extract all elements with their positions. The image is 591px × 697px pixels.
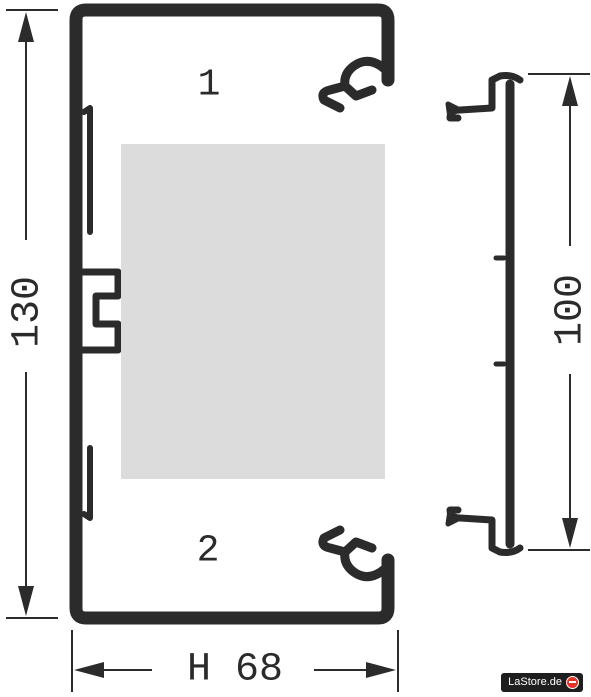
device-insert-panel bbox=[121, 144, 385, 479]
cover-profile bbox=[445, 72, 524, 556]
dimension-width-label: H 68 bbox=[187, 648, 283, 693]
dimension-cover-height-label: 100 bbox=[549, 274, 591, 346]
dimension-total-height bbox=[6, 9, 58, 619]
lastore-watermark: LaStore.de bbox=[501, 673, 583, 692]
trunking-base-profile bbox=[69, 3, 395, 625]
chamber-label-lower: 2 bbox=[197, 530, 220, 573]
dimension-width bbox=[71, 630, 399, 692]
minus-circle-icon bbox=[566, 676, 579, 689]
watermark-text: LaStore.de bbox=[508, 676, 562, 688]
chamber-label-upper: 1 bbox=[198, 64, 221, 107]
dimension-total-height-label: 130 bbox=[6, 276, 51, 348]
dimension-cover-height bbox=[528, 73, 590, 551]
